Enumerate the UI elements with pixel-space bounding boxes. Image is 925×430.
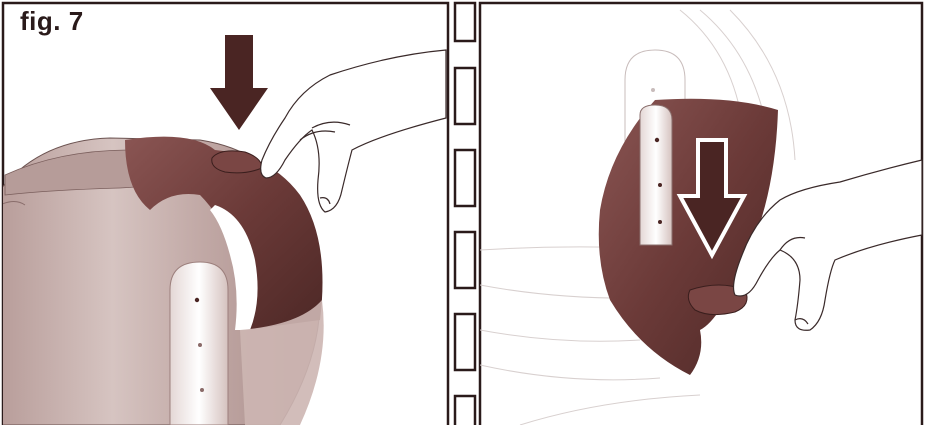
tab (455, 68, 475, 124)
lid-release-button (212, 151, 262, 173)
window-mark (655, 138, 659, 142)
tab (455, 3, 475, 41)
tab (455, 396, 475, 425)
tab (455, 232, 475, 288)
window-mark (658, 220, 662, 224)
figure-label: fig. 7 (20, 6, 84, 37)
window-mark (195, 298, 199, 302)
right-panel (480, 3, 922, 425)
tab (455, 314, 475, 370)
window-mark (658, 183, 662, 187)
left-panel (0, 3, 448, 425)
window-mark (651, 88, 655, 92)
water-level-window (640, 105, 672, 245)
window-mark (198, 343, 202, 347)
window-mark (200, 388, 204, 392)
page-tabs (455, 3, 475, 425)
tab (455, 150, 475, 206)
down-arrow-icon (210, 35, 268, 130)
